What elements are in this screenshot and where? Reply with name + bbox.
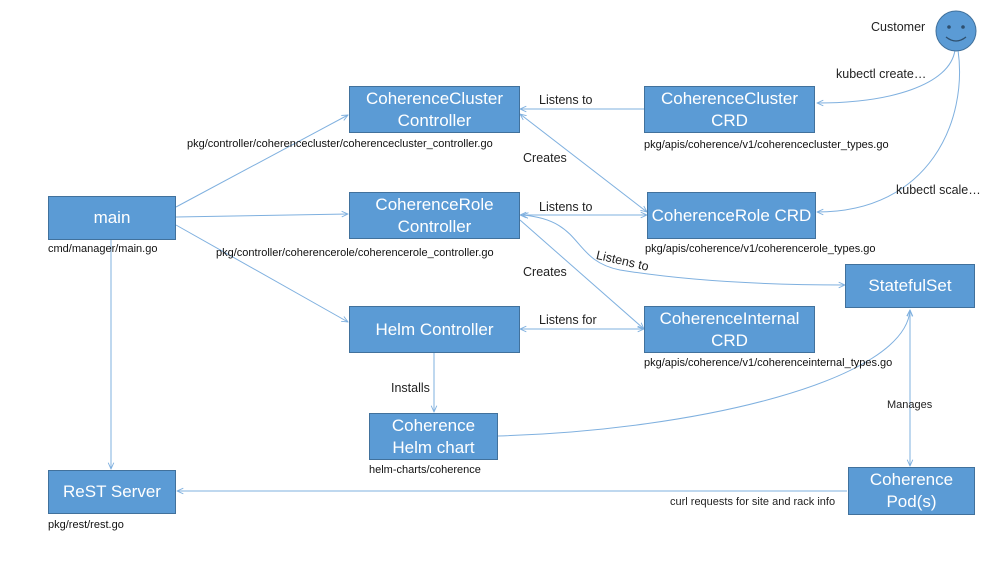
edge-kubectl-create [817, 49, 956, 103]
edge-main-role-controller [175, 214, 348, 218]
edge-main-helm-controller [175, 224, 348, 322]
statefulset-box: StatefulSet [845, 264, 975, 308]
helm-controller-label: Helm Controller [375, 319, 494, 339]
internal-crd-caption: pkg/apis/coherence/v1/coherenceinternal_… [644, 357, 893, 369]
main-box-label: main [93, 208, 131, 227]
rest-server-box: ReST Server [48, 470, 176, 514]
role-controller-box: CoherenceRole Controller [349, 192, 520, 239]
helm-controller-box: Helm Controller [349, 306, 520, 353]
edge-chart-statefulset [497, 310, 910, 437]
kubectl-create-label: kubectl create… [836, 67, 927, 81]
cluster-controller-box: CoherenceCluster Controller [349, 86, 520, 133]
curl-label: curl requests for site and rack info [670, 496, 836, 508]
kubectl-scale-label: kubectl scale… [896, 183, 981, 197]
internal-crd-label: CoherenceInternal CRD [659, 308, 800, 350]
customer-smiley-icon [935, 10, 977, 52]
edge-role-creates-internal [519, 219, 644, 329]
cluster-crd-label: CoherenceCluster CRD [660, 88, 798, 130]
creates-role-label: Creates [523, 151, 567, 165]
cluster-controller-caption: pkg/controller/coherencecluster/coherenc… [187, 138, 493, 150]
customer-label: Customer [871, 20, 926, 34]
role-controller-label: CoherenceRole Controller [375, 194, 494, 236]
helm-chart-caption: helm-charts/coherence [369, 464, 481, 476]
pods-box: Coherence Pod(s) [848, 467, 975, 515]
main-box: main [48, 196, 176, 240]
internal-crd-box: CoherenceInternal CRD [644, 306, 815, 353]
statefulset-label: StatefulSet [868, 276, 952, 295]
helm-chart-box: Coherence Helm chart [369, 413, 498, 460]
listens-to-role-label: Listens to [539, 200, 593, 214]
cluster-crd-box: CoherenceCluster CRD [644, 86, 815, 133]
manages-label: Manages [887, 399, 933, 411]
role-crd-caption: pkg/apis/coherence/v1/coherencerole_type… [645, 243, 876, 255]
listens-for-label: Listens for [539, 313, 597, 327]
helm-chart-label: Coherence Helm chart [391, 415, 476, 457]
main-caption: cmd/manager/main.go [48, 243, 158, 255]
edge-cluster-creates-role [520, 114, 647, 212]
rest-server-label: ReST Server [63, 482, 161, 501]
edge-kubectl-scale [817, 49, 960, 212]
installs-label: Installs [391, 381, 430, 395]
pods-label: Coherence Pod(s) [869, 470, 954, 511]
cluster-controller-label: CoherenceCluster Controller [365, 88, 503, 130]
role-controller-caption: pkg/controller/coherencerole/coherencero… [216, 247, 494, 259]
edge-role-listens-statefulset [522, 215, 845, 285]
role-crd-box: CoherenceRole CRD [647, 192, 816, 239]
listens-to-cluster-label: Listens to [539, 93, 593, 107]
cluster-crd-caption: pkg/apis/coherence/v1/coherencecluster_t… [644, 139, 889, 151]
rest-server-caption: pkg/rest/rest.go [48, 519, 124, 531]
edge-main-cluster-controller [175, 115, 348, 208]
creates-internal-label: Creates [523, 265, 567, 279]
role-crd-label: CoherenceRole CRD [651, 205, 812, 225]
